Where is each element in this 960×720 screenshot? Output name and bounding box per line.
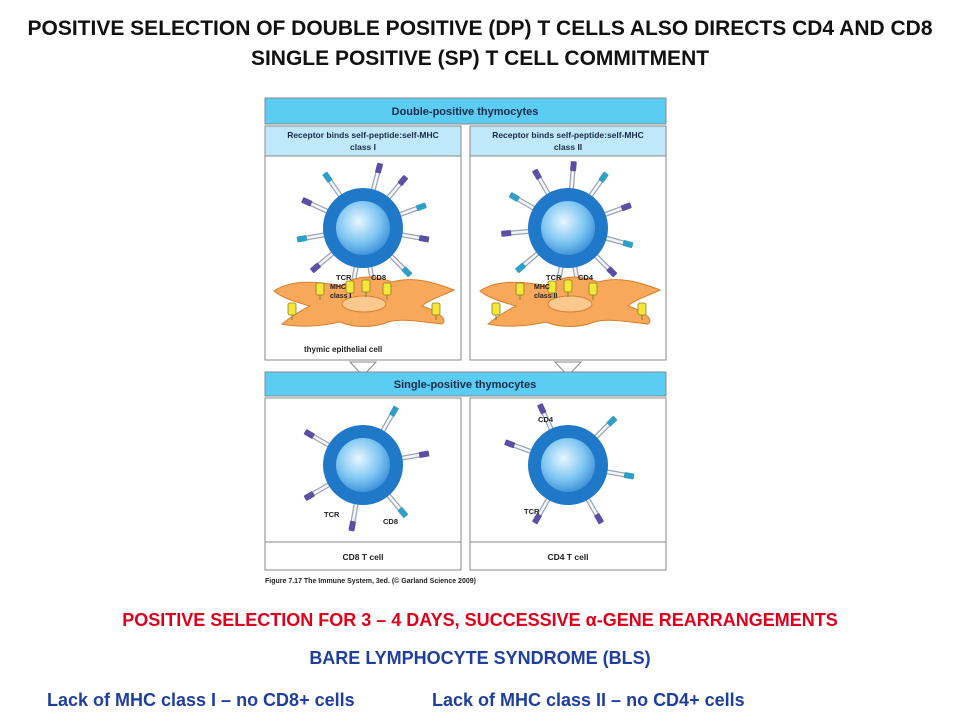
receptor-3 — [584, 495, 604, 525]
cd8-t-cell-label: CD8 T cell — [342, 552, 383, 562]
receptor-4 — [592, 252, 618, 278]
sp-cd8-thymocyte — [303, 405, 430, 532]
down-arrow-right-shape — [553, 361, 583, 377]
receptor-9 — [301, 197, 332, 215]
receptor-2 — [601, 202, 632, 218]
receptor-1 — [587, 171, 609, 200]
slide-title-line1: POSITIVE SELECTION OF DOUBLE POSITIVE (D… — [27, 17, 933, 40]
dp-right-subheader-line2: class II — [554, 142, 582, 152]
receptor-3 — [397, 232, 430, 243]
positive-selection-note: POSITIVE SELECTION FOR 3 – 4 DAYS, SUCCE… — [122, 610, 838, 630]
sp-left-cd8-label: CD8 — [383, 517, 398, 526]
dp-left-subheader-line1: Receptor binds self-peptide:self-MHC — [287, 130, 439, 140]
dp-right-tcr-label: TCR — [546, 273, 562, 282]
dp-panel: Double-positive thymocytes Receptor bind… — [264, 97, 667, 361]
receptor-0 — [379, 405, 399, 435]
receptor-5 — [504, 439, 535, 455]
dp-left-thymocyte — [296, 162, 430, 295]
sp-left-tcr-label: TCR — [324, 510, 340, 519]
down-arrow-left-shape — [348, 361, 378, 377]
thymocyte-selection-figure: Double-positive thymocytes Receptor bind… — [264, 97, 667, 585]
mhc-molecule — [515, 282, 525, 300]
receptor-2 — [396, 202, 427, 218]
mhc-molecule — [563, 279, 573, 297]
dp-epithelial-label: thymic epithelial cell — [304, 345, 382, 354]
sp-right-cd4-label: CD4 — [538, 415, 554, 424]
receptor-2 — [384, 491, 408, 518]
sp-header-bar — [264, 371, 667, 397]
mhc-class-ii-note: Lack of MHC class II – no CD4+ cells — [432, 690, 745, 710]
mhc-class-i-note: Lack of MHC class I – no CD8+ cells — [47, 690, 355, 710]
sp-header-text: Single-positive thymocytes — [394, 379, 536, 391]
sp-panel: Single-positive thymocytes TCR CD8 TCR C… — [264, 371, 667, 571]
dp-right-mhc-label-line1: MHC — [534, 284, 550, 291]
receptor-0 — [537, 403, 555, 434]
dp-left-mhc-label-line1: MHC — [330, 284, 346, 291]
receptor-8 — [501, 228, 533, 237]
receptor-7 — [310, 249, 337, 273]
dp-header-bar — [264, 97, 667, 125]
receptor-3 — [602, 235, 634, 249]
sp-cd4-thymocyte — [504, 403, 635, 525]
slide-title-line2: SINGLE POSITIVE (SP) T CELL COMMITMENT — [250, 47, 710, 70]
cell-nucleus — [541, 201, 595, 255]
dp-right-thymocyte — [501, 161, 634, 295]
dp-left-cd8-label: CD8 — [371, 273, 386, 282]
dp-header-text: Double-positive thymocytes — [392, 106, 539, 118]
receptor-4 — [387, 252, 413, 278]
receptor-4 — [303, 481, 333, 501]
mhc-molecule — [491, 302, 501, 320]
dp-right-cd4-label: CD4 — [578, 273, 594, 282]
mhc-molecule — [361, 279, 371, 297]
cell-nucleus — [336, 438, 390, 492]
receptor-9 — [508, 192, 538, 212]
receptor-1 — [384, 175, 408, 202]
mhc-molecule — [547, 280, 557, 298]
dp-right-mhc-label-line2: class II — [534, 293, 557, 300]
mhc-molecule — [382, 282, 392, 300]
dp-left-subheader-line2: class I — [350, 142, 376, 152]
receptor-2 — [602, 469, 635, 480]
receptor-10 — [532, 168, 552, 198]
mhc-molecule — [431, 302, 441, 320]
cd4-t-cell-label: CD4 T cell — [547, 552, 588, 562]
receptor-7 — [515, 249, 542, 273]
receptor-1 — [397, 450, 430, 461]
dp-left-tcr-label: TCR — [336, 273, 352, 282]
receptor-8 — [296, 232, 329, 243]
mhc-molecule — [588, 282, 598, 300]
dp-right-subheader-line1: Receptor binds self-peptide:self-MHC — [492, 130, 644, 140]
bls-heading: BARE LYMPHOCYTE SYNDROME (BLS) — [309, 648, 651, 668]
dp-left-subheader — [264, 125, 462, 157]
dp-left-mhc-molecules — [287, 279, 441, 320]
receptor-4 — [532, 495, 552, 525]
mhc-molecule — [637, 302, 647, 320]
receptor-10 — [322, 171, 344, 200]
dp-right-epithelial-cell — [479, 276, 662, 327]
dp-right-mhc-molecules — [491, 279, 647, 320]
figure-caption: Figure 7.17 The Immune System, 3ed. (© G… — [265, 577, 476, 585]
dp-left-mhc-label-line2: class I — [330, 293, 351, 300]
cell-nucleus — [336, 201, 390, 255]
slide-title: POSITIVE SELECTION OF DOUBLE POSITIVE (D… — [0, 14, 960, 74]
receptor-1 — [592, 415, 618, 441]
mhc-molecule — [287, 302, 297, 320]
receptor-3 — [348, 499, 359, 532]
receptor-5 — [303, 429, 333, 449]
sp-right-tcr-label: TCR — [524, 507, 540, 516]
dp-right-subheader — [469, 125, 667, 157]
cell-nucleus — [541, 438, 595, 492]
mhc-molecule — [345, 280, 355, 298]
receptor-0 — [568, 161, 577, 193]
receptor-0 — [370, 162, 384, 194]
mhc-molecule — [315, 282, 325, 300]
